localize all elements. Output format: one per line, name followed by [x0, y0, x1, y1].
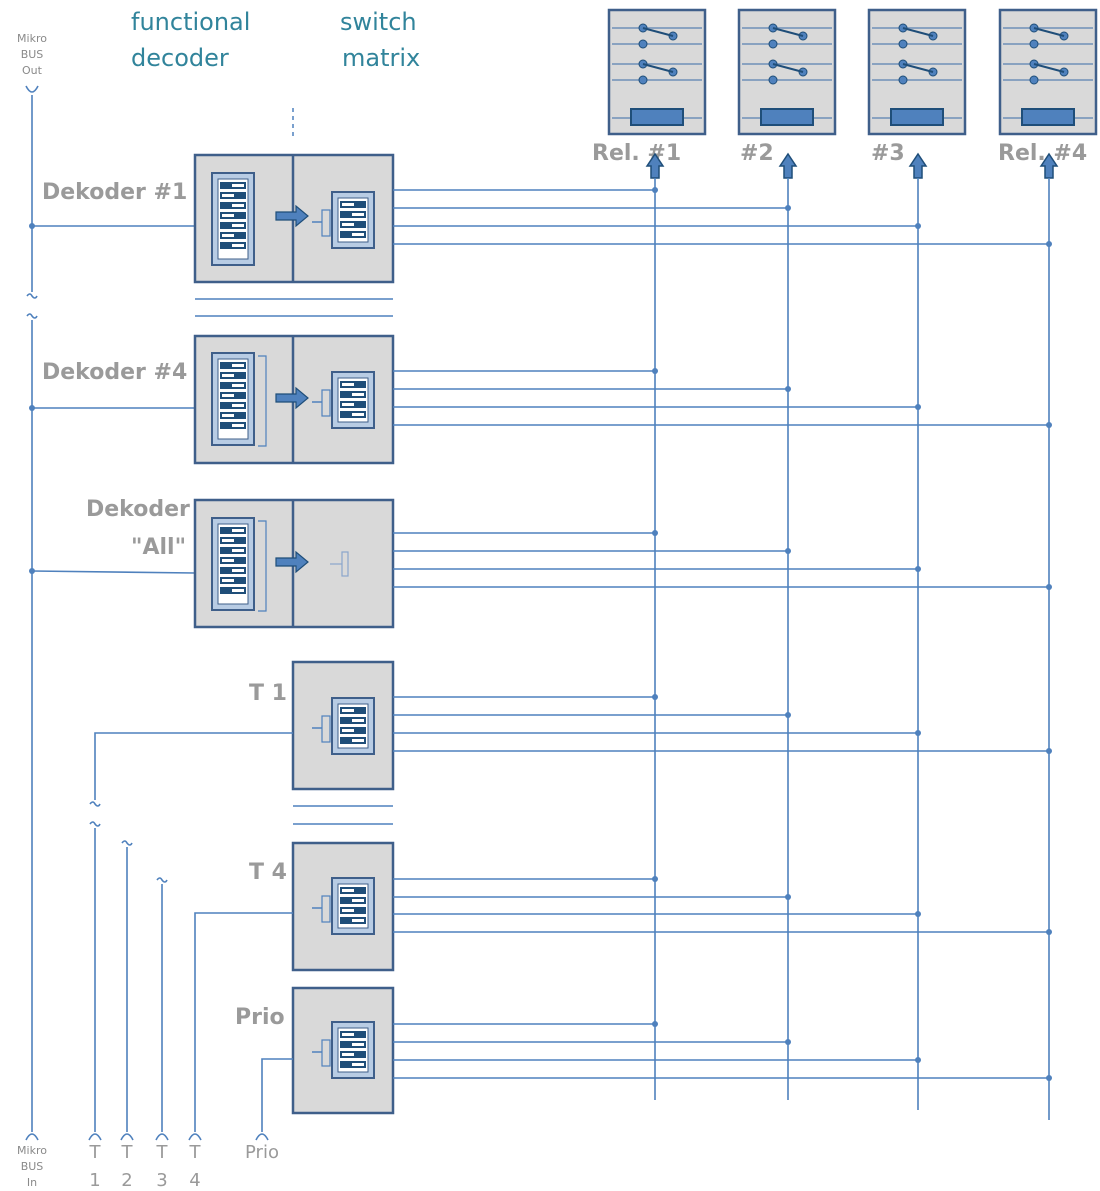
bus-out-connector — [25, 85, 39, 93]
input-prio-label: Prio — [245, 1142, 279, 1163]
relay-2-arrow-icon — [779, 153, 797, 179]
prio-node-4 — [1046, 1075, 1052, 1081]
t1-input-break-lower — [89, 821, 101, 827]
t1-node-2 — [785, 712, 791, 718]
t4-node-2 — [785, 894, 791, 900]
bus-break-1 — [26, 293, 38, 299]
dekoder-all-bus-link — [31, 570, 196, 574]
bus-in-label-2: BUS — [21, 1160, 44, 1173]
t2-input-break — [121, 840, 133, 846]
relay-3-arrow-icon — [909, 153, 927, 179]
dekoder-all-node-4 — [1046, 584, 1052, 590]
dekoder-all-node-3 — [915, 566, 921, 572]
t1-connector — [88, 1133, 102, 1141]
relay-label-1: Rel. #1 — [592, 141, 681, 166]
t4-connector — [188, 1133, 202, 1141]
dekoder-1-dip-switch — [211, 172, 255, 266]
prio-node-3 — [915, 1057, 921, 1063]
dekoder-4-bracket — [258, 355, 267, 447]
relay-2 — [737, 8, 837, 136]
dekoder-4-label: Dekoder #4 — [42, 360, 187, 385]
t1-input-line — [94, 732, 293, 800]
bus-out-label-1: Mikro — [17, 32, 47, 45]
dekoder-1-node-1 — [652, 187, 658, 193]
prio-connector — [255, 1133, 269, 1141]
t1-input-break — [89, 801, 101, 807]
dekoder-1-label: Dekoder #1 — [42, 180, 187, 205]
relay-4 — [998, 8, 1098, 136]
header-matrix: matrix — [342, 44, 420, 72]
bus-in-label-3: In — [27, 1176, 37, 1189]
relay-1 — [607, 8, 707, 136]
t3-connector — [155, 1133, 169, 1141]
input-t1-number: 1 — [89, 1170, 100, 1191]
relay-label-3: #3 — [871, 141, 905, 166]
t4-input-line — [194, 912, 293, 1132]
dekoder-4-arrow-icon — [275, 386, 309, 410]
dekoder-4-dip-switch — [211, 352, 255, 446]
dekoder-4-bus-node — [29, 405, 35, 411]
input-t2-number: 2 — [121, 1170, 132, 1191]
dekoder-1-node-2 — [785, 205, 791, 211]
relay-label-2: #2 — [740, 141, 774, 166]
dekoder-all-empty-socket-icon — [330, 551, 349, 577]
header-functional: functional — [131, 8, 250, 36]
t4-label: T 4 — [249, 860, 287, 885]
prio-node-2 — [785, 1039, 791, 1045]
t1-label: T 1 — [249, 681, 287, 706]
dekoder-all-bus-node — [29, 568, 35, 574]
input-t4-number: 4 — [189, 1170, 200, 1191]
dekoder-all-node-1 — [652, 530, 658, 536]
input-t3-letter: T — [156, 1142, 169, 1163]
dekoder-all-dip-switch — [211, 517, 255, 611]
prio-node-1 — [652, 1021, 658, 1027]
prio-label: Prio — [235, 1005, 285, 1030]
header-switch: switch — [340, 8, 417, 36]
t4-node-1 — [652, 876, 658, 882]
dekoder-1-node-3 — [915, 223, 921, 229]
dekoder-all-node-2 — [785, 548, 791, 554]
dekoder-4-node-1 — [652, 368, 658, 374]
t2-connector — [120, 1133, 134, 1141]
dekoder-all-label-1: Dekoder — [86, 497, 190, 522]
t1-node-1 — [652, 694, 658, 700]
t1-node-3 — [915, 730, 921, 736]
relay-3 — [867, 8, 967, 136]
dekoder-1-node-4 — [1046, 241, 1052, 247]
dekoder-all-arrow-icon — [275, 550, 309, 574]
dekoder-all-bracket — [258, 520, 267, 612]
bus-in-connector — [25, 1133, 39, 1141]
bus-out-label-3: Out — [22, 64, 43, 77]
dekoder-4-node-2 — [785, 386, 791, 392]
dekoder-1-bus-node — [29, 223, 35, 229]
bus-out-label-2: BUS — [21, 48, 44, 61]
bus-break-2 — [26, 313, 38, 319]
header-decoder: decoder — [131, 44, 229, 72]
dekoder-4-node-3 — [915, 404, 921, 410]
dekoder-all-label-2: "All" — [131, 535, 186, 560]
input-t4-letter: T — [189, 1142, 202, 1163]
bus-in-label-1: Mikro — [17, 1144, 47, 1157]
prio-input-line — [261, 1058, 293, 1132]
input-t2-letter: T — [121, 1142, 134, 1163]
input-t1-letter: T — [89, 1142, 102, 1163]
t4-node-3 — [915, 911, 921, 917]
t4-node-4 — [1046, 929, 1052, 935]
t3-input-break — [156, 877, 168, 883]
dekoder-4-node-4 — [1046, 422, 1052, 428]
input-t3-number: 3 — [156, 1170, 167, 1191]
dekoder-1-arrow-icon — [275, 204, 309, 228]
t1-node-4 — [1046, 748, 1052, 754]
relay-label-4: Rel. #4 — [998, 141, 1087, 166]
